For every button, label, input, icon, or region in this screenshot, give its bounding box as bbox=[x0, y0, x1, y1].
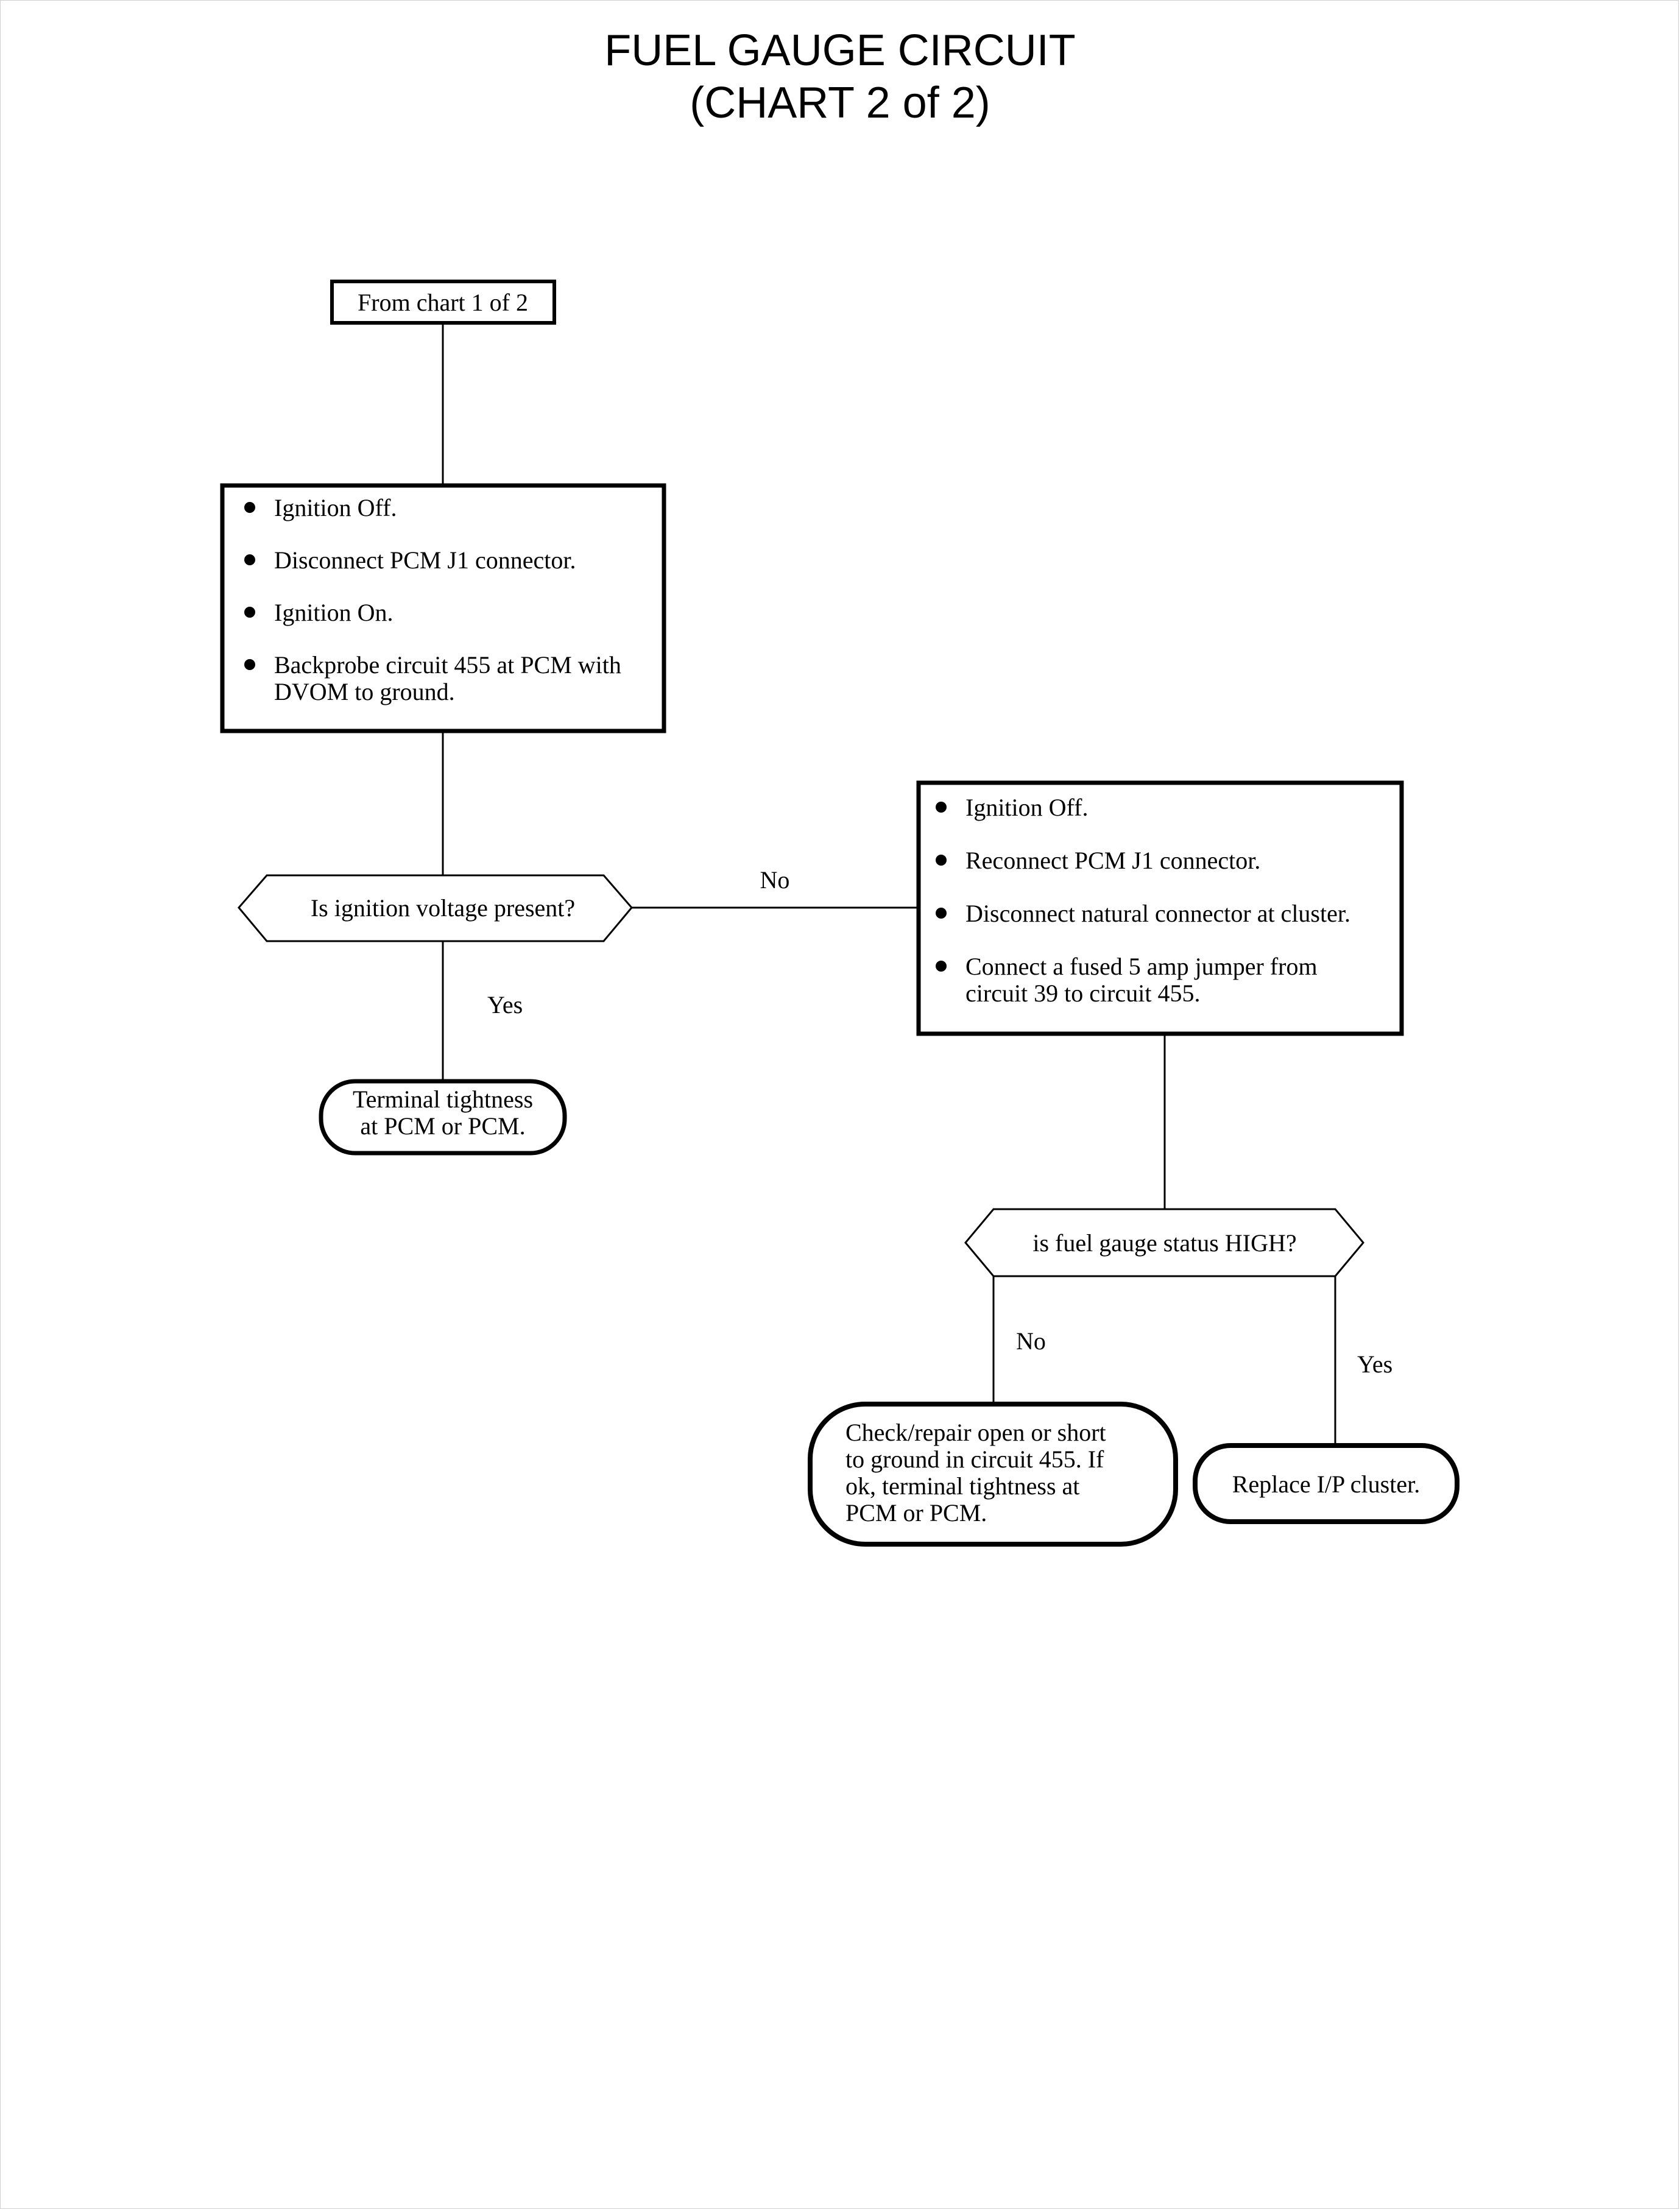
terminal1-box bbox=[319, 1079, 567, 1156]
terminal1-line-1: at PCM or PCM. bbox=[360, 1112, 525, 1140]
decision1-label: Is ignition voltage present? bbox=[311, 894, 575, 922]
step2-box bbox=[916, 780, 1404, 1036]
branch-label-decision2-no: No bbox=[1016, 1327, 1046, 1355]
decision2-label: is fuel gauge status HIGH? bbox=[1032, 1229, 1296, 1257]
step1-bullet-dot-0 bbox=[244, 502, 255, 513]
step2-bullet-dot-0 bbox=[936, 802, 947, 813]
step1-bullet-dot-3 bbox=[244, 659, 255, 670]
step1-bullet-text-3-line-0: Backprobe circuit 455 at PCM with bbox=[274, 651, 621, 679]
step2-bullet-text-3-line-0: Connect a fused 5 amp jumper from bbox=[965, 953, 1318, 980]
step2-bullet-dot-1 bbox=[936, 855, 947, 866]
node-terminal3[interactable]: Replace I/P cluster. bbox=[1193, 1443, 1459, 1524]
step1-bullet-text-0: Ignition Off. bbox=[274, 494, 397, 521]
step1-bullet-text-1: Disconnect PCM J1 connector. bbox=[274, 546, 576, 574]
terminal2-box bbox=[808, 1402, 1178, 1547]
decision2-hexagon bbox=[964, 1208, 1364, 1277]
title-line-2: (CHART 2 of 2) bbox=[690, 79, 990, 127]
step1-bullet-text-2: Ignition On. bbox=[274, 599, 394, 626]
step2-bullet-dot-3 bbox=[936, 961, 947, 972]
node-terminal2[interactable]: Check/repair open or short to ground in … bbox=[808, 1402, 1178, 1547]
step2-bullet-text-2: Disconnect natural connector at cluster. bbox=[965, 900, 1350, 927]
decision1-hexagon bbox=[238, 874, 633, 942]
terminal3-label: Replace I/P cluster. bbox=[1232, 1470, 1420, 1498]
entry-label: From chart 1 of 2 bbox=[358, 289, 528, 316]
terminal1-line-0: Terminal tightness bbox=[353, 1086, 533, 1113]
node-step2[interactable]: Ignition Off. Reconnect PCM J1 connector… bbox=[916, 780, 1404, 1036]
step2-bullet-dot-2 bbox=[936, 908, 947, 919]
title-line-1: FUEL GAUGE CIRCUIT bbox=[604, 26, 1076, 75]
step1-bullet-text-3-line-1: DVOM to ground. bbox=[274, 678, 455, 705]
branch-label-decision2-yes: Yes bbox=[1357, 1350, 1392, 1378]
node-decision1[interactable]: Is ignition voltage present? bbox=[238, 874, 633, 942]
node-step1[interactable]: Ignition Off. Disconnect PCM J1 connecto… bbox=[220, 483, 666, 733]
terminal2-line-1: to ground in circuit 455. If bbox=[845, 1446, 1104, 1473]
entry-box bbox=[330, 280, 556, 325]
terminal2-line-3: PCM or PCM. bbox=[845, 1499, 987, 1527]
node-entry[interactable]: From chart 1 of 2 bbox=[330, 280, 556, 325]
step1-box bbox=[220, 483, 666, 733]
node-terminal1[interactable]: Terminal tightness at PCM or PCM. bbox=[319, 1079, 567, 1156]
node-decision2[interactable]: is fuel gauge status HIGH? bbox=[964, 1208, 1364, 1277]
step1-bullet-dot-2 bbox=[244, 607, 255, 618]
terminal3-box bbox=[1193, 1443, 1459, 1524]
step2-bullet-text-1: Reconnect PCM J1 connector. bbox=[965, 847, 1260, 874]
page-title: FUEL GAUGE CIRCUIT (CHART 2 of 2) bbox=[0, 24, 1680, 129]
terminal2-line-0: Check/repair open or short bbox=[845, 1419, 1106, 1446]
terminal2-line-2: ok, terminal tightness at bbox=[845, 1472, 1079, 1500]
branch-label-decision1-yes: Yes bbox=[487, 991, 523, 1019]
step2-bullet-text-3-line-1: circuit 39 to circuit 455. bbox=[965, 980, 1200, 1007]
branch-label-decision1-no: No bbox=[760, 866, 790, 894]
step1-bullet-dot-1 bbox=[244, 554, 255, 565]
step2-bullet-text-0: Ignition Off. bbox=[965, 794, 1088, 821]
